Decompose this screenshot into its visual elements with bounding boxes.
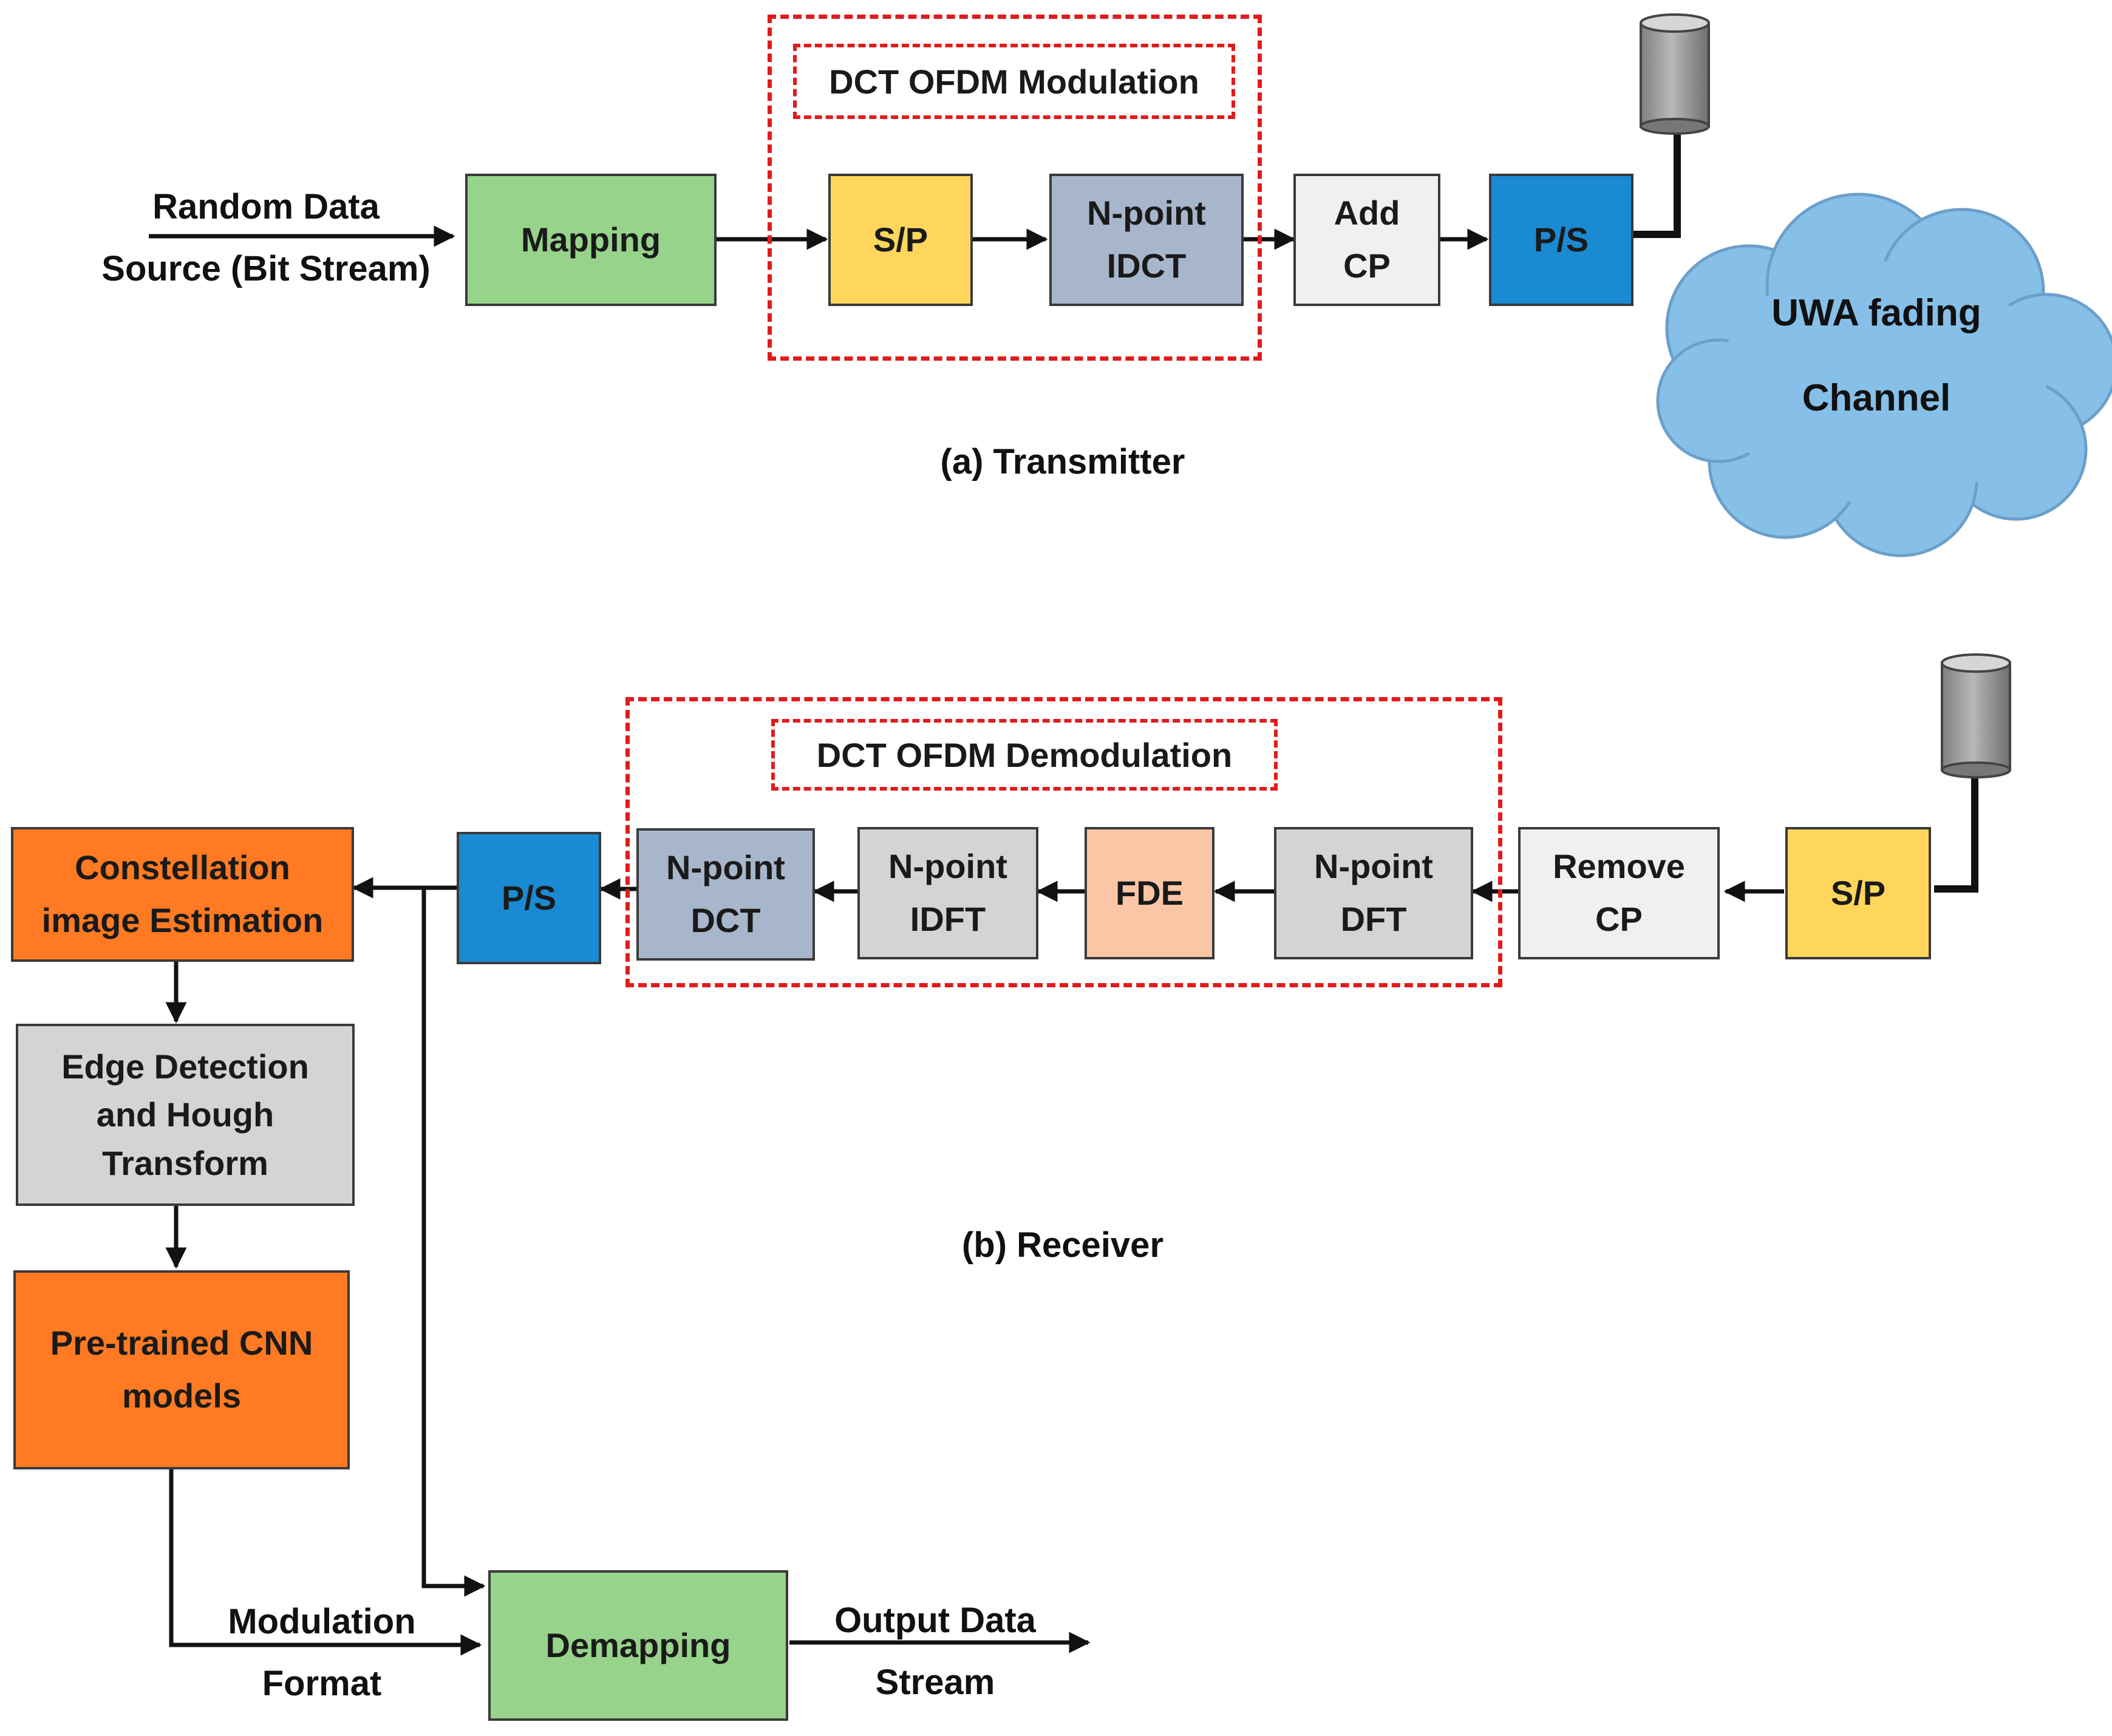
tx-antenna-icon bbox=[1640, 13, 1710, 135]
rx-sp-block: S/P bbox=[1785, 827, 1931, 959]
transmitter-caption: (a) Transmitter bbox=[940, 442, 1185, 482]
fde-block: FDE bbox=[1085, 827, 1214, 959]
channel-label: UWA fading Channel bbox=[1771, 292, 1981, 419]
rx-ps-block: P/S bbox=[457, 832, 601, 964]
dct-block: N-point DCT bbox=[636, 828, 815, 961]
arrow-cnn-to-demapping bbox=[169, 1469, 482, 1656]
tx-antenna-line bbox=[1633, 128, 1681, 238]
modulation-title: DCT OFDM Modulation bbox=[793, 44, 1235, 119]
tx-ps-block: P/S bbox=[1489, 174, 1633, 306]
output-data-label: Output Data Stream bbox=[834, 1601, 1036, 1702]
rx-antenna-line bbox=[1934, 771, 1978, 893]
tx-arrows bbox=[149, 225, 1489, 250]
add-cp-block: Add CP bbox=[1293, 174, 1440, 306]
receiver-caption: (b) Receiver bbox=[961, 1225, 1164, 1265]
rx-antenna-icon bbox=[1941, 653, 2011, 778]
dft-block: N-point DFT bbox=[1274, 827, 1473, 959]
remove-cp-block: Remove CP bbox=[1518, 827, 1720, 959]
mapping-block: Mapping bbox=[465, 174, 717, 306]
edge-detection-block: Edge Detection and Hough Transform bbox=[16, 1024, 355, 1206]
idct-block: N-point IDCT bbox=[1049, 174, 1244, 306]
demodulation-title: DCT OFDM Demodulation bbox=[771, 719, 1278, 791]
demodulation-group-box bbox=[625, 697, 1502, 987]
demapping-block: Demapping bbox=[488, 1570, 788, 1721]
sp-block: S/P bbox=[828, 174, 973, 306]
rx-arrows bbox=[165, 877, 1784, 1656]
idft-block: N-point IDFT bbox=[857, 827, 1038, 959]
constellation-block: Constellation image Estimation bbox=[11, 827, 354, 962]
modulation-group-box bbox=[768, 15, 1262, 361]
source-label: Random Data Source (Bit Stream) bbox=[101, 187, 431, 288]
arrow-ps-to-demapping bbox=[421, 888, 486, 1597]
modulation-format-label: Modulation Format bbox=[228, 1602, 416, 1703]
cloud-icon bbox=[1656, 192, 2112, 557]
cnn-block: Pre-trained CNN models bbox=[13, 1270, 350, 1469]
